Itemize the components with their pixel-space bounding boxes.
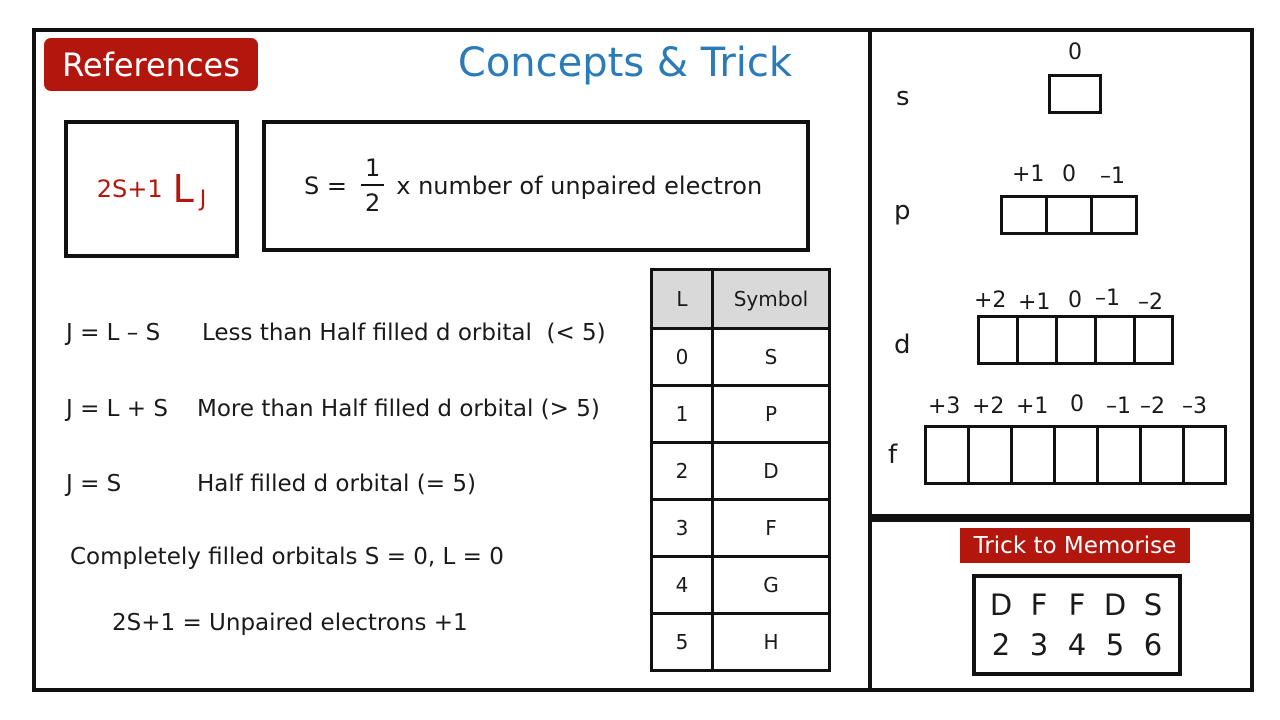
rule-text-2: More than Half filled d orbital (> 5) [197, 396, 600, 422]
term-L: L [172, 167, 194, 211]
orbital-value-s: 0 [1068, 40, 1082, 65]
trick-badge: Trick to Memorise [960, 528, 1190, 563]
orbital-box-f [1096, 425, 1142, 485]
orbital-box-p [1045, 195, 1093, 235]
orbital-box-p [1000, 195, 1048, 235]
orbital-box-f [967, 425, 1013, 485]
rule-formula-2: J = L + S [66, 396, 168, 422]
orbital-box-f [1053, 425, 1099, 485]
rule-text-1: Less than Half filled d orbital (< 5) [202, 320, 606, 346]
orbital-box-d [1133, 315, 1174, 365]
orbital-value-p: –1 [1100, 164, 1125, 189]
trick-letter: F [1068, 588, 1086, 622]
l-symbol-table: L Symbol 0 S 1 P 2 D 3 F 4 G 5 H [650, 268, 831, 672]
table-cell-symbol: H [711, 612, 831, 672]
orbital-value-d: 0 [1068, 288, 1082, 313]
table-row: 4 G [650, 555, 831, 615]
table-header-l: L [650, 268, 714, 330]
rule-text-3: Half filled d orbital (= 5) [197, 471, 476, 497]
table-cell-symbol: G [711, 555, 831, 615]
orbital-panel-frame [868, 28, 1254, 522]
spin-formula-lhs: S = [304, 172, 347, 200]
term-J: J [199, 186, 207, 212]
table-row: 0 S [650, 327, 831, 387]
note-filled-orbitals: Completely filled orbitals S = 0, L = 0 [70, 544, 504, 570]
spin-formula-rhs: x number of unpaired electron [396, 172, 763, 200]
fraction-denominator: 2 [364, 189, 381, 217]
trick-number: 5 [1105, 628, 1125, 662]
table-row: 2 D [650, 441, 831, 501]
trick-panel-frame [868, 514, 1254, 692]
trick-letters-row: D F F D S [982, 585, 1172, 625]
orbital-box-d [1055, 315, 1097, 365]
orbital-value-f: +2 [972, 394, 1005, 419]
orbital-value-f: +3 [928, 394, 961, 419]
orbital-label-d: d [894, 330, 911, 360]
table-cell-symbol: P [711, 384, 831, 444]
page-title: Concepts & Trick [457, 40, 793, 86]
note-unpaired-electrons: 2S+1 = Unpaired electrons +1 [112, 610, 468, 636]
table-header-symbol: Symbol [711, 268, 831, 330]
term-multiplicity: 2S+1 [96, 175, 163, 203]
table-cell-l: 0 [650, 327, 714, 387]
orbital-box-f [1139, 425, 1185, 485]
spin-formula-box: S = 1 2 x number of unpaired electron [262, 120, 810, 252]
orbital-box-d [1016, 315, 1058, 365]
orbital-value-f: –1 [1106, 394, 1131, 419]
orbital-box-f [924, 425, 970, 485]
rule-formula-1: J = L – S [66, 320, 161, 346]
table-row: 5 H [650, 612, 831, 672]
trick-letter: D [1103, 588, 1127, 622]
orbital-box-f [1182, 425, 1227, 485]
trick-letter: D [989, 588, 1013, 622]
table-cell-l: 2 [650, 441, 714, 501]
references-badge[interactable]: References [44, 38, 258, 91]
trick-letter: F [1030, 588, 1048, 622]
table-cell-symbol: F [711, 498, 831, 558]
term-symbol-box: 2S+1 L J [64, 120, 239, 258]
orbital-value-d: +1 [1018, 290, 1051, 315]
orbital-value-d: –2 [1138, 290, 1163, 315]
orbital-box-f [1010, 425, 1056, 485]
trick-number: 2 [991, 628, 1011, 662]
table-row: 1 P [650, 384, 831, 444]
trick-number: 4 [1067, 628, 1087, 662]
orbital-value-f: –2 [1140, 394, 1165, 419]
trick-letter: S [1143, 588, 1163, 622]
orbital-value-d: –1 [1095, 286, 1120, 311]
orbital-value-p: 0 [1062, 162, 1076, 187]
orbital-box-d [1094, 315, 1136, 365]
table-cell-l: 4 [650, 555, 714, 615]
orbital-value-f: +1 [1016, 394, 1049, 419]
trick-number: 6 [1143, 628, 1163, 662]
table-cell-l: 5 [650, 612, 714, 672]
orbital-box-p [1090, 195, 1138, 235]
fraction-half: 1 2 [360, 152, 385, 220]
trick-box: D F F D S 2 3 4 5 6 [972, 574, 1182, 676]
trick-numbers-row: 2 3 4 5 6 [982, 625, 1172, 665]
orbital-value-p: +1 [1012, 162, 1045, 187]
orbital-label-p: p [894, 196, 911, 226]
orbital-box-d [977, 315, 1019, 365]
table-cell-symbol: S [711, 327, 831, 387]
table-cell-l: 1 [650, 384, 714, 444]
trick-number: 3 [1029, 628, 1049, 662]
orbital-label-s: s [896, 82, 910, 112]
orbital-value-f: –3 [1182, 394, 1207, 419]
orbital-value-f: 0 [1070, 392, 1084, 417]
table-row: 3 F [650, 498, 831, 558]
orbital-value-d: +2 [974, 288, 1007, 313]
orbital-label-f: f [888, 440, 898, 470]
fraction-numerator: 1 [360, 152, 385, 186]
table-cell-symbol: D [711, 441, 831, 501]
orbital-box-s [1048, 74, 1102, 114]
table-header-row: L Symbol [650, 268, 831, 330]
table-cell-l: 3 [650, 498, 714, 558]
rule-formula-3: J = S [66, 471, 122, 497]
